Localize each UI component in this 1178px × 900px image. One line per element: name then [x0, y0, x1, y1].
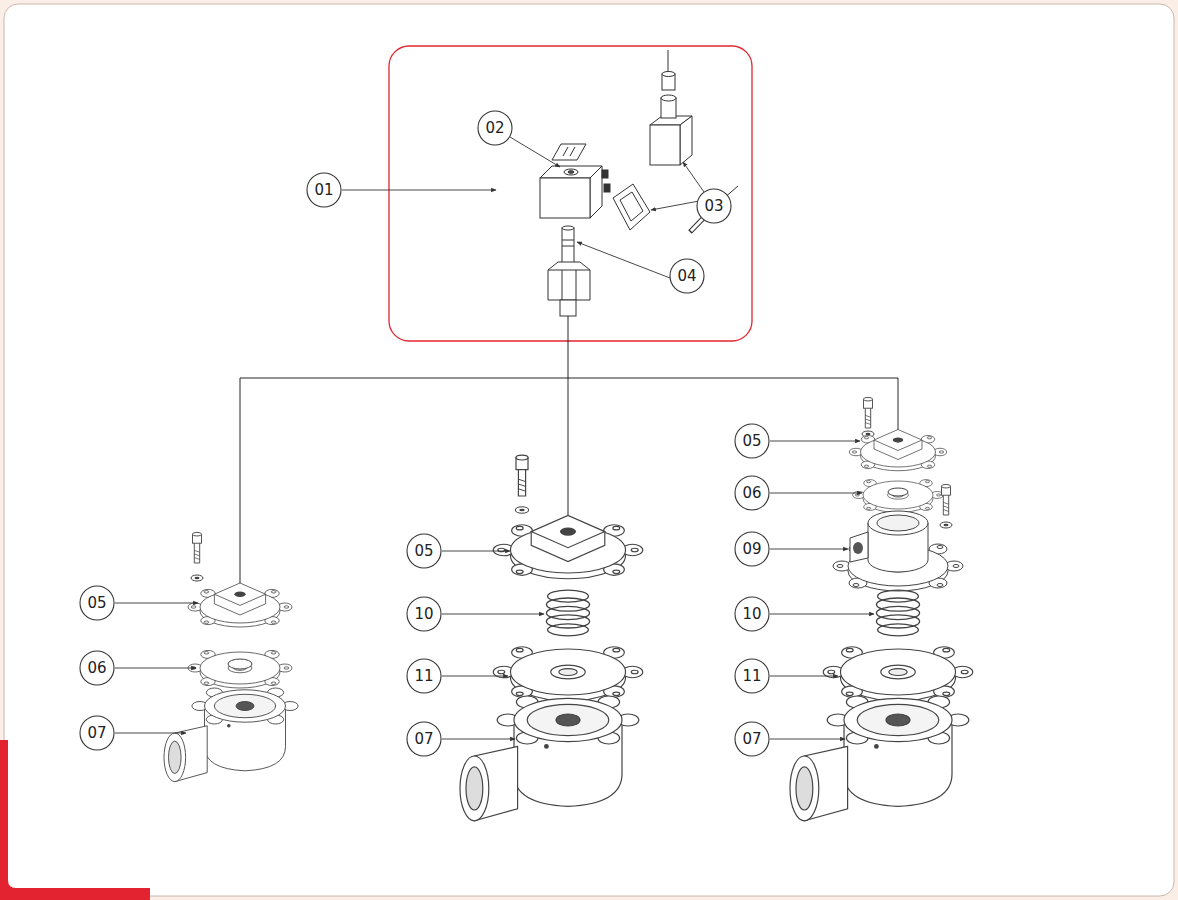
callout-number: 05 — [77, 593, 117, 613]
callout-number: 07 — [77, 723, 117, 743]
callout-number: 09 — [732, 539, 772, 559]
callout-number: 02 — [475, 118, 515, 138]
callout-number: 06 — [77, 658, 117, 678]
callout-number: 06 — [732, 483, 772, 503]
callout-number: 05 — [732, 431, 772, 451]
callout-number: 11 — [732, 666, 772, 686]
callout-number: 07 — [732, 729, 772, 749]
callout-number: 04 — [667, 266, 707, 286]
callout-number: 05 — [404, 541, 444, 561]
callout-number: 10 — [732, 604, 772, 624]
callout-number: 01 — [304, 180, 344, 200]
callout-number: 11 — [404, 666, 444, 686]
callout-number: 10 — [404, 604, 444, 624]
callout-number: 07 — [404, 729, 444, 749]
callout-number: 03 — [694, 196, 734, 216]
